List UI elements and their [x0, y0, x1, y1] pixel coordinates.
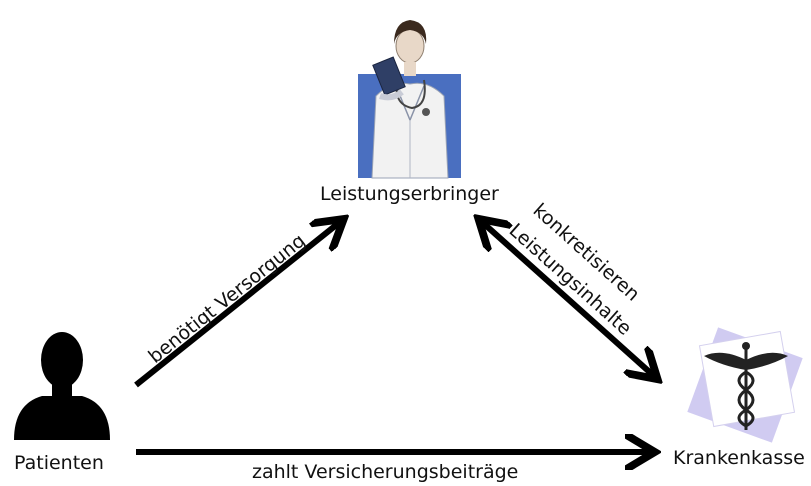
- doctor-icon: [358, 20, 461, 179]
- label-insurer: Krankenkasse: [673, 447, 805, 469]
- label-patient: Patienten: [14, 452, 104, 474]
- person-silhouette-icon: [14, 332, 110, 440]
- arrow-provider-insurer: [482, 222, 654, 376]
- arrow-patient-to-provider: [134, 222, 340, 388]
- label-pays: zahlt Versicherungsbeiträge: [252, 461, 518, 482]
- caduceus-icon: [687, 327, 803, 443]
- label-needs-care: benötigt Versorgung: [144, 230, 309, 368]
- label-provider: Leistungserbringer: [320, 183, 499, 205]
